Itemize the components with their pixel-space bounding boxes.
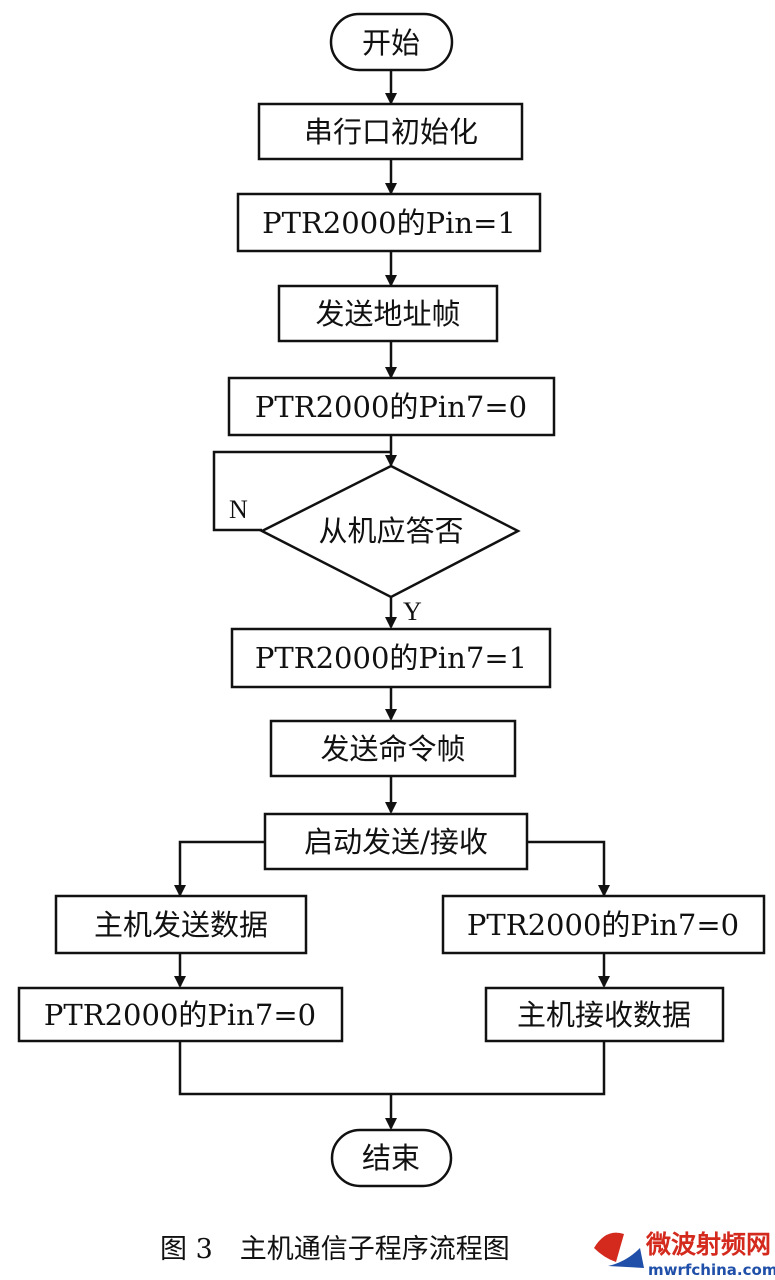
watermark-url: mwrfchina.com [648, 1261, 775, 1279]
node-labels: 开始 串行口初始化 PTR2000的Pin=1 发送地址帧 PTR2000的Pi… [44, 26, 739, 1175]
send-cmd-label: 发送命令帧 [320, 732, 465, 766]
watermark-title: 微波射频网 [645, 1230, 771, 1259]
loop-no-branch [212, 450, 391, 532]
box-init-serial [257, 102, 524, 161]
arrow-split-right [527, 840, 610, 897]
box-host-recv [484, 986, 725, 1043]
box-set-pin [236, 192, 542, 253]
pin7-1-label: PTR2000的Pin7=1 [255, 641, 527, 675]
start-label: 开始 [362, 26, 420, 60]
init-serial-label: 串行口初始化 [304, 115, 478, 149]
end-label: 结束 [362, 1141, 420, 1175]
box-pin7-0-a [227, 376, 556, 437]
box-send-addr [277, 284, 499, 343]
host-send-label: 主机发送数据 [94, 908, 268, 942]
slave-ack-label: 从机应答否 [318, 514, 463, 548]
watermark-icon [594, 1232, 644, 1268]
box-pin7-0-left [17, 986, 344, 1043]
box-pin7-0-right [441, 894, 766, 955]
decision-slave-ack [259, 464, 521, 599]
send-addr-label: 发送地址帧 [315, 297, 460, 331]
node-shapes [17, 12, 766, 1188]
terminal-end [330, 1128, 453, 1188]
no-label: N [229, 495, 248, 524]
pin7-0-a-label: PTR2000的Pin7=0 [255, 390, 527, 424]
pin7-0-right-label: PTR2000的Pin7=0 [467, 908, 739, 942]
box-host-send [54, 894, 308, 955]
set-pin-label: PTR2000的Pin=1 [262, 206, 516, 240]
box-send-cmd [269, 719, 517, 778]
host-recv-label: 主机接收数据 [517, 998, 691, 1032]
yes-label: Y [403, 597, 422, 626]
pin7-0-left-label: PTR2000的Pin7=0 [44, 998, 316, 1032]
box-start-txrx [263, 812, 529, 871]
arrow-split-left [174, 840, 265, 897]
start-txrx-label: 启动发送/接收 [304, 825, 488, 859]
box-pin7-1 [230, 627, 552, 689]
watermark-logo: 微波射频网 mwrfchina.com [594, 1230, 775, 1279]
connectors [174, 70, 610, 1130]
figure-caption: 图 3 主机通信子程序流程图 [160, 1234, 510, 1265]
merge-line [178, 1041, 606, 1096]
terminal-start [329, 12, 454, 72]
